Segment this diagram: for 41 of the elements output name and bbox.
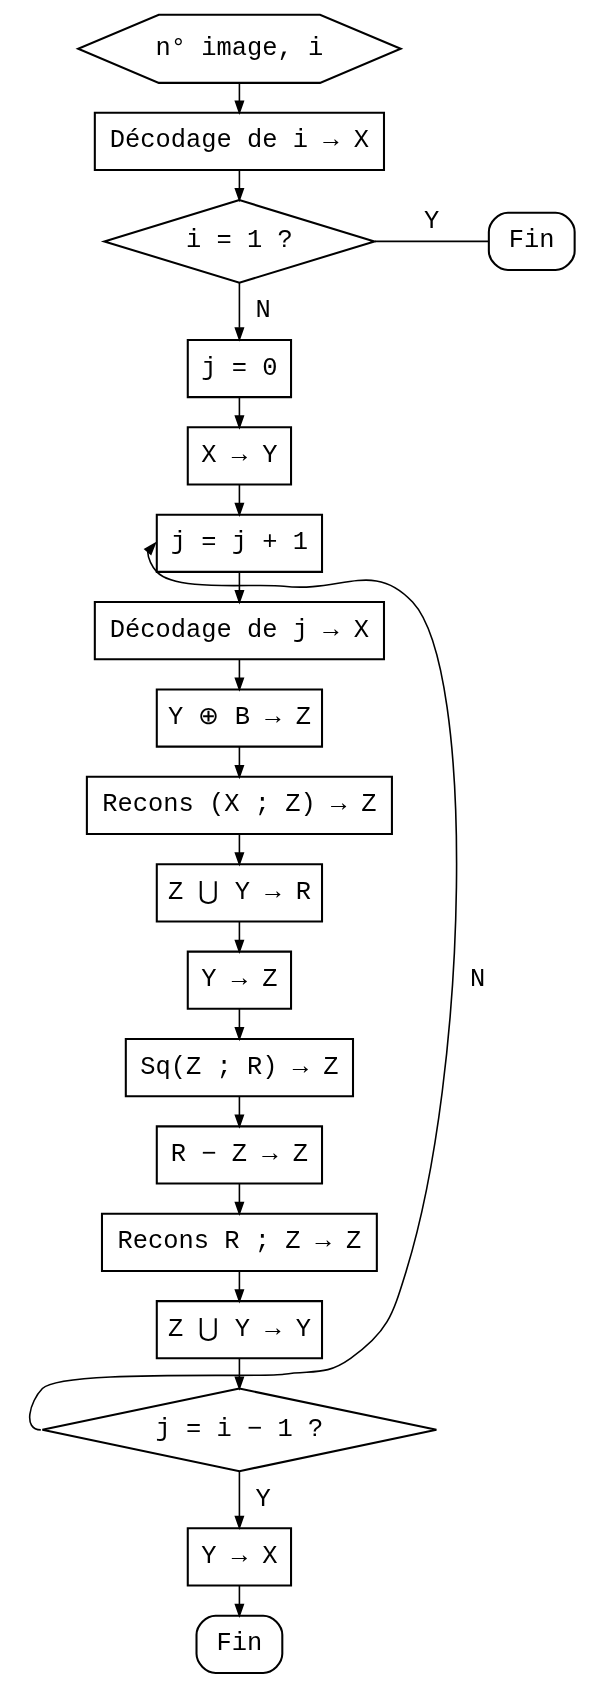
node-diamond: j = i − 1 ? [40, 1387, 437, 1473]
node-box: Sq(Z ; R) → Z [124, 1037, 354, 1098]
node-box: Décodage de j → X [93, 601, 385, 661]
arrow [233, 1008, 244, 1042]
edge-label: Y [423, 207, 439, 237]
arrow [233, 1182, 244, 1217]
node-box: Y ⊕ B → Z [155, 688, 323, 748]
arrow [233, 483, 244, 518]
node-box: Y → Z [186, 950, 292, 1010]
node-box: j = 0 [186, 338, 292, 399]
arrow [28, 541, 457, 1431]
arrow [233, 396, 244, 430]
node-box: Z ⋃ Y → R [155, 863, 323, 923]
arrow [233, 745, 244, 780]
arrow [233, 1584, 244, 1619]
arrow [233, 169, 244, 203]
node-box: Z ⋃ Y → Y [155, 1300, 323, 1360]
arrow [233, 1358, 244, 1391]
node-box: Recons (X ; Z) → Z [85, 775, 393, 836]
node-box: Décodage de i → X [93, 111, 385, 171]
arrow [233, 282, 244, 342]
edge-label: N [255, 296, 271, 326]
node-diamond: i = 1 ? [100, 199, 378, 284]
arrow [233, 1270, 244, 1304]
node-box: Recons R ; Z → Z [100, 1212, 378, 1272]
node-box: Y → X [186, 1527, 292, 1587]
arrow [233, 571, 244, 605]
arrow [233, 1470, 244, 1531]
arrow [233, 833, 244, 867]
node-box: R − Z → Z [155, 1125, 323, 1185]
node-box: j = j + 1 [155, 513, 323, 573]
node-box: Fin [194, 1614, 283, 1674]
arrow [233, 658, 244, 692]
node-box: Fin [487, 211, 576, 272]
arrow [233, 1095, 244, 1129]
connector [373, 240, 490, 243]
arrow [233, 81, 244, 115]
edge-label: N [469, 965, 485, 995]
arrow [233, 920, 244, 954]
node-box: X → Y [186, 426, 292, 486]
edge-label: Y [255, 1484, 271, 1514]
